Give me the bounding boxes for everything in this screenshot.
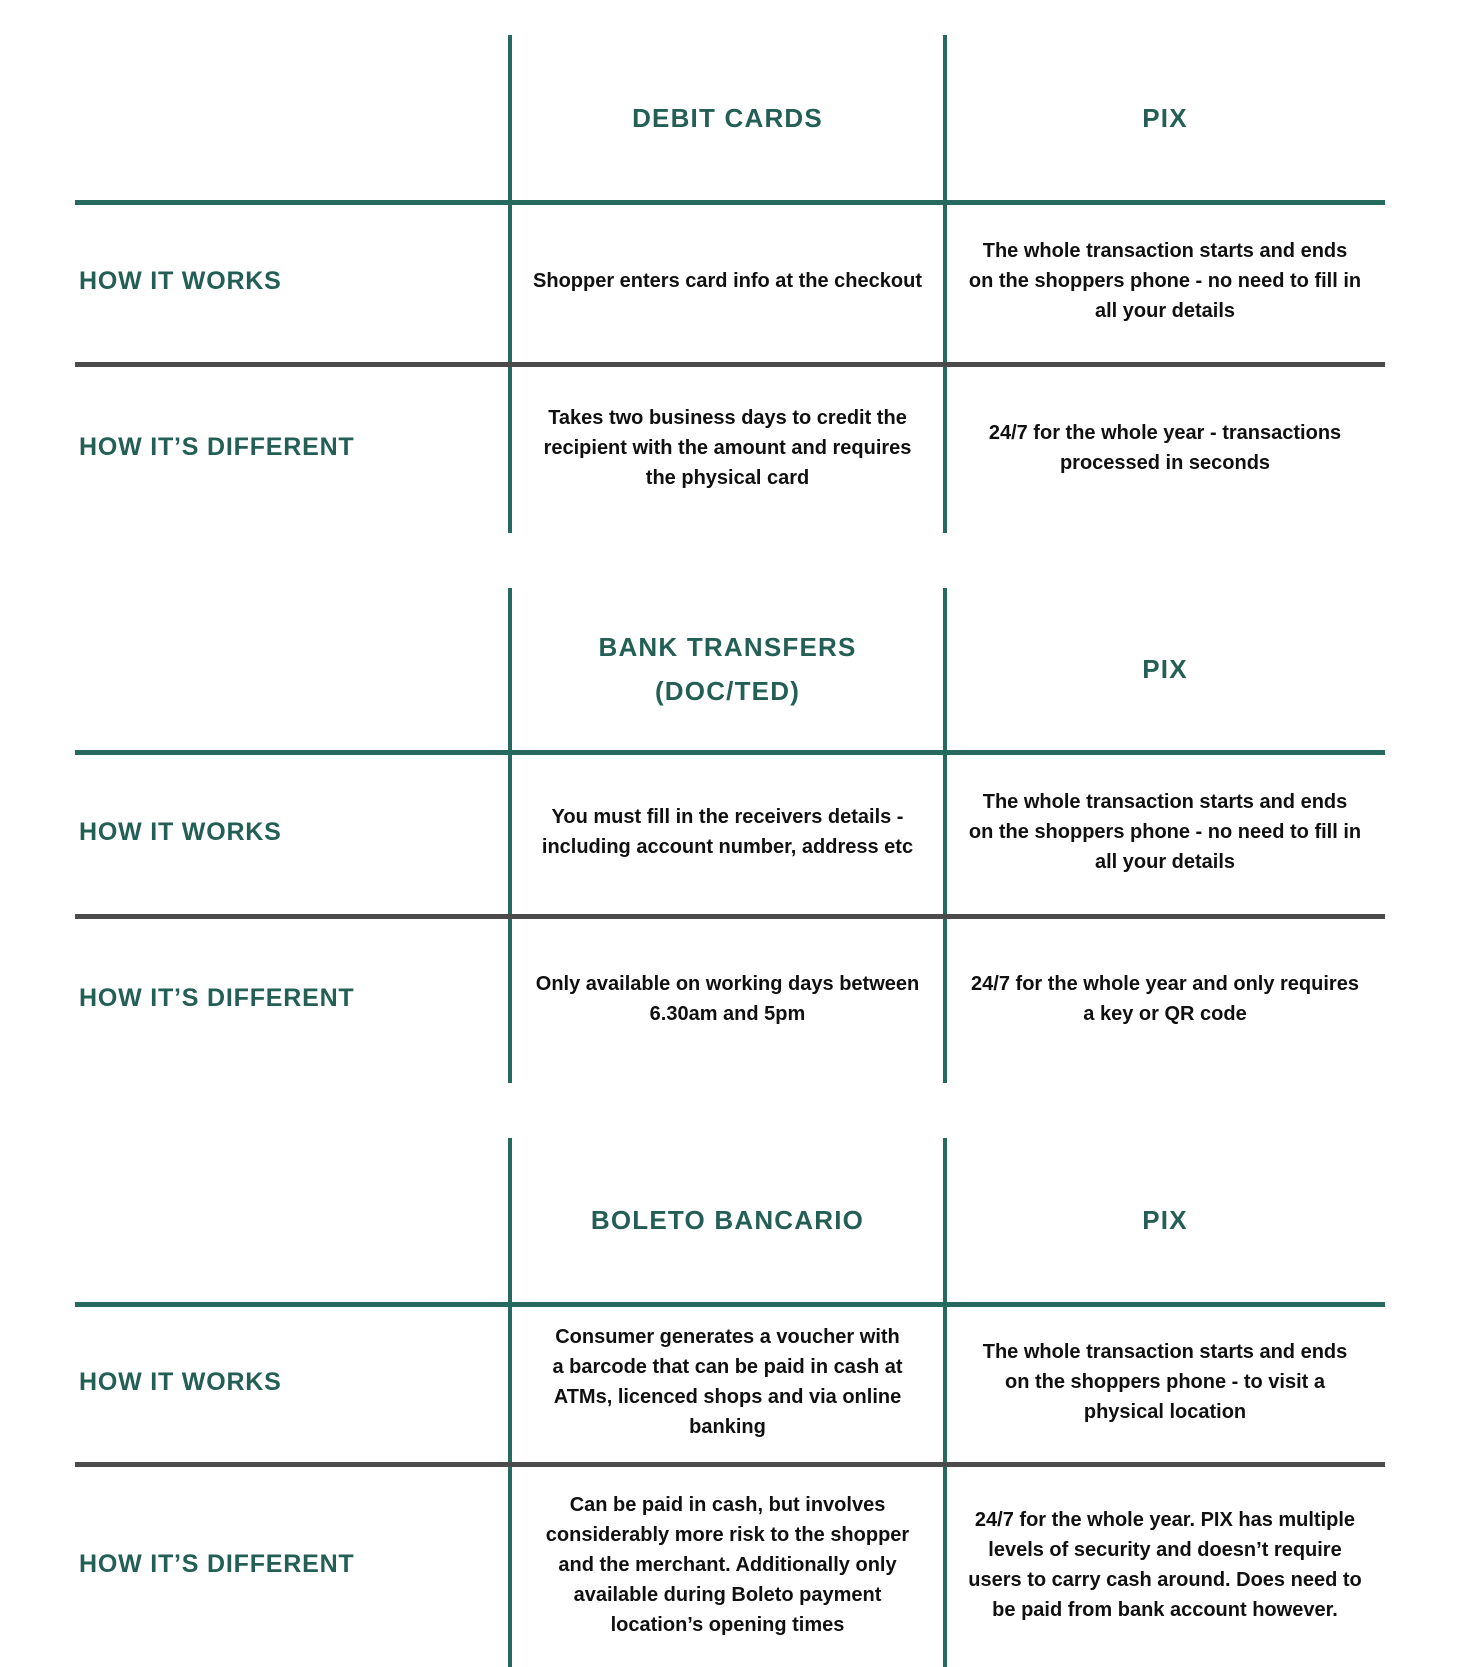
cell-bank-transfers-how-it-works: You must fill in the receivers details -…: [541, 806, 914, 858]
corner-cell: [75, 588, 510, 750]
vertical-divider: [508, 1138, 512, 1667]
cell-pix-how-it-works: The whole transaction starts and ends on…: [968, 791, 1362, 873]
row-label-how-its-different: HOW IT’S DIFFERENT: [79, 984, 355, 1012]
row-separator-line: [75, 1462, 1385, 1467]
row-label-how-its-different: HOW IT’S DIFFERENT: [79, 433, 355, 461]
header-separator-line: [75, 1302, 1385, 1307]
cell-pix-how-its-different: 24/7 for the whole year - transactions p…: [988, 421, 1342, 474]
column-header-pix: PIX: [1142, 654, 1188, 684]
corner-cell: [75, 35, 510, 200]
vertical-divider: [943, 35, 947, 533]
column-header-pix: PIX: [1142, 102, 1188, 133]
cell-boleto-how-it-works: Consumer generates a voucher with a barc…: [552, 1326, 903, 1438]
corner-cell: [75, 1138, 510, 1302]
column-header-debit-cards: DEBIT CARDS: [632, 102, 823, 133]
cell-pix-how-its-different: 24/7 for the whole year and only require…: [971, 972, 1359, 1025]
table-bank-transfers-vs-pix: BANK TRANSFERS (DOC/TED) PIX HOW IT WORK…: [75, 588, 1385, 1083]
column-header-pix: PIX: [1142, 1205, 1188, 1235]
row-separator-line: [75, 914, 1385, 919]
header-separator-line: [75, 200, 1385, 205]
column-header-boleto-bancario: BOLETO BANCARIO: [590, 1205, 865, 1235]
table-boleto-bancario-vs-pix: BOLETO BANCARIO PIX HOW IT WORKS Consume…: [75, 1138, 1385, 1667]
row-separator-line: [75, 362, 1385, 367]
row-label-how-it-works: HOW IT WORKS: [79, 1367, 282, 1396]
vertical-divider: [508, 588, 512, 1083]
vertical-divider: [508, 35, 512, 533]
column-header-bank-transfers: BANK TRANSFERS (DOC/TED): [598, 632, 857, 706]
header-separator-line: [75, 750, 1385, 755]
cell-boleto-how-its-different: Can be paid in cash, but involves consid…: [545, 1493, 910, 1636]
cell-pix-how-it-works: The whole transaction starts and ends on…: [982, 1341, 1348, 1423]
table-debit-cards-vs-pix: DEBIT CARDS PIX HOW IT WORKS Shopper ent…: [75, 35, 1385, 533]
row-label-how-it-works: HOW IT WORKS: [79, 266, 282, 295]
vertical-divider: [943, 588, 947, 1083]
cell-pix-how-its-different: 24/7 for the whole year. PIX has multipl…: [968, 1508, 1362, 1621]
cell-debit-cards-how-it-works: Shopper enters card info at the checkout: [533, 270, 922, 292]
cell-debit-cards-how-its-different: Takes two business days to credit the re…: [543, 406, 912, 489]
row-label-how-its-different: HOW IT’S DIFFERENT: [79, 1550, 355, 1578]
vertical-divider: [943, 1138, 947, 1667]
row-label-how-it-works: HOW IT WORKS: [79, 817, 282, 846]
cell-pix-how-it-works: The whole transaction starts and ends on…: [968, 240, 1362, 322]
cell-bank-transfers-how-its-different: Only available on working days between 6…: [535, 972, 920, 1025]
